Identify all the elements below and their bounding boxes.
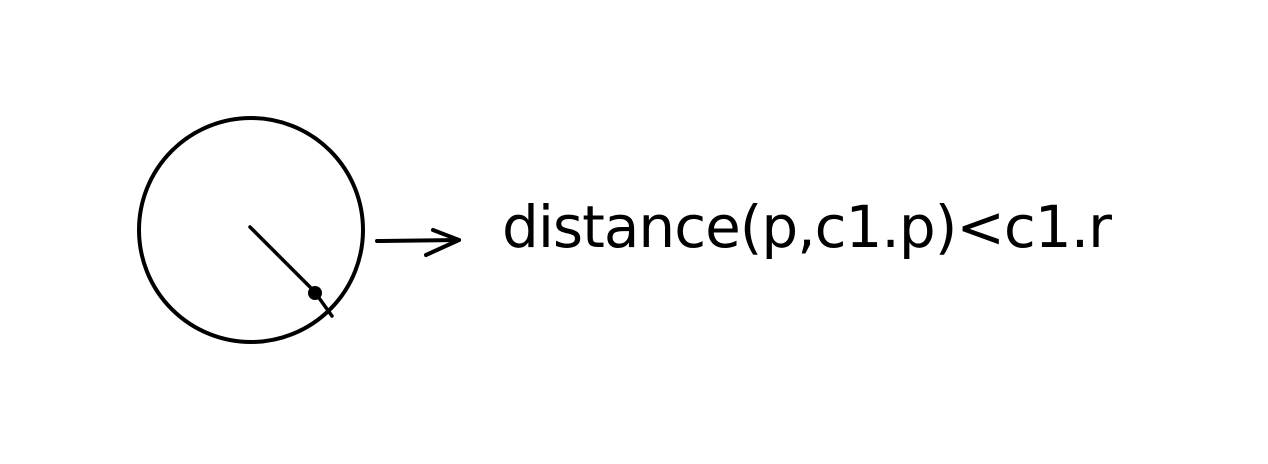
radius-line <box>248 225 334 318</box>
arrow-icon <box>375 228 461 257</box>
distance-formula: distance(p,c1.p)<c1.r <box>502 193 1112 261</box>
circle-c1 <box>137 116 365 344</box>
point-p <box>308 286 322 300</box>
